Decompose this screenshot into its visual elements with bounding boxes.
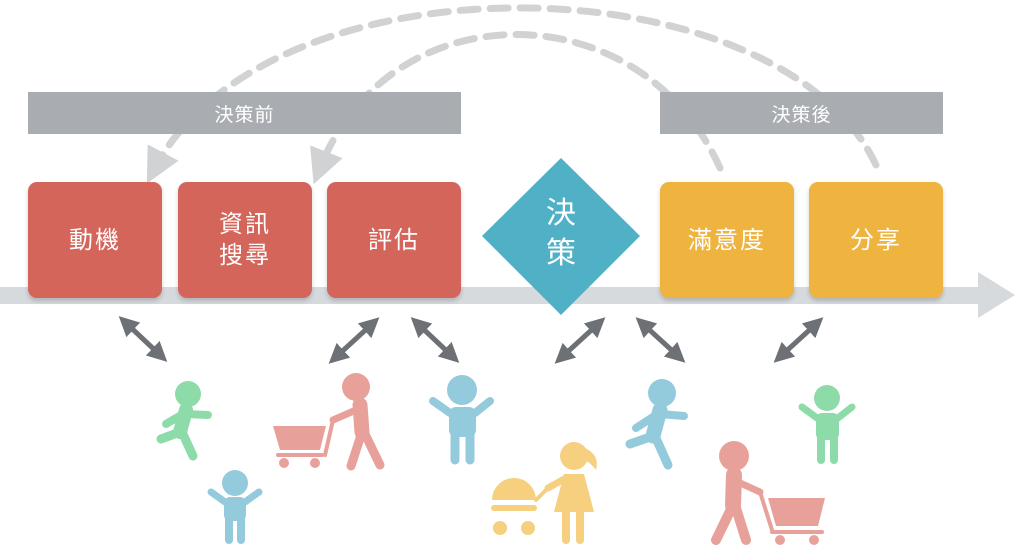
shopping-cart-person-icon	[711, 441, 825, 545]
stage-information-search-label-line2: 搜尋	[219, 241, 271, 269]
stage-satisfaction: 滿意度	[660, 182, 794, 298]
waving-person-icon	[207, 470, 263, 544]
running-person-icon	[625, 379, 688, 470]
waving-person-icon	[798, 385, 856, 464]
pre-decision-label: 決策前	[28, 92, 461, 134]
double-headed-arrow-icon	[635, 317, 686, 363]
post-decision-text: 決策後	[771, 103, 832, 126]
double-headed-arrow-icon	[773, 317, 824, 363]
stroller-person-icon	[491, 442, 597, 544]
double-headed-arrow-icon	[410, 317, 460, 363]
stage-evaluation-label: 評估	[368, 225, 420, 254]
decision-diamond	[482, 158, 640, 315]
waving-person-icon	[429, 375, 494, 465]
stage-decision-label-line2: 策	[546, 236, 576, 271]
stage-share-label: 分享	[850, 225, 902, 254]
stage-satisfaction-label: 滿意度	[688, 225, 766, 254]
pre-decision-text: 決策前	[214, 103, 275, 126]
dashed-return-arrow-icon	[146, 4, 880, 184]
post-decision-label: 決策後	[660, 92, 943, 134]
shopping-cart-person-icon	[273, 373, 385, 471]
double-headed-arrow-icon	[554, 317, 606, 364]
stage-share: 分享	[809, 182, 943, 298]
running-person-icon	[156, 381, 212, 461]
double-headed-arrow-icon	[118, 316, 168, 362]
stage-evaluation: 評估	[327, 182, 461, 298]
stage-motivation: 動機	[28, 182, 162, 298]
stage-information-search-label-line1: 資訊	[219, 210, 271, 238]
stage-decision-label-line1: 決	[546, 196, 576, 231]
stage-motivation-label: 動機	[69, 225, 121, 254]
double-headed-arrow-icon	[328, 317, 380, 364]
stage-decision-label: 決 策	[531, 194, 591, 274]
stage-information-search: 資訊 搜尋	[178, 182, 312, 298]
